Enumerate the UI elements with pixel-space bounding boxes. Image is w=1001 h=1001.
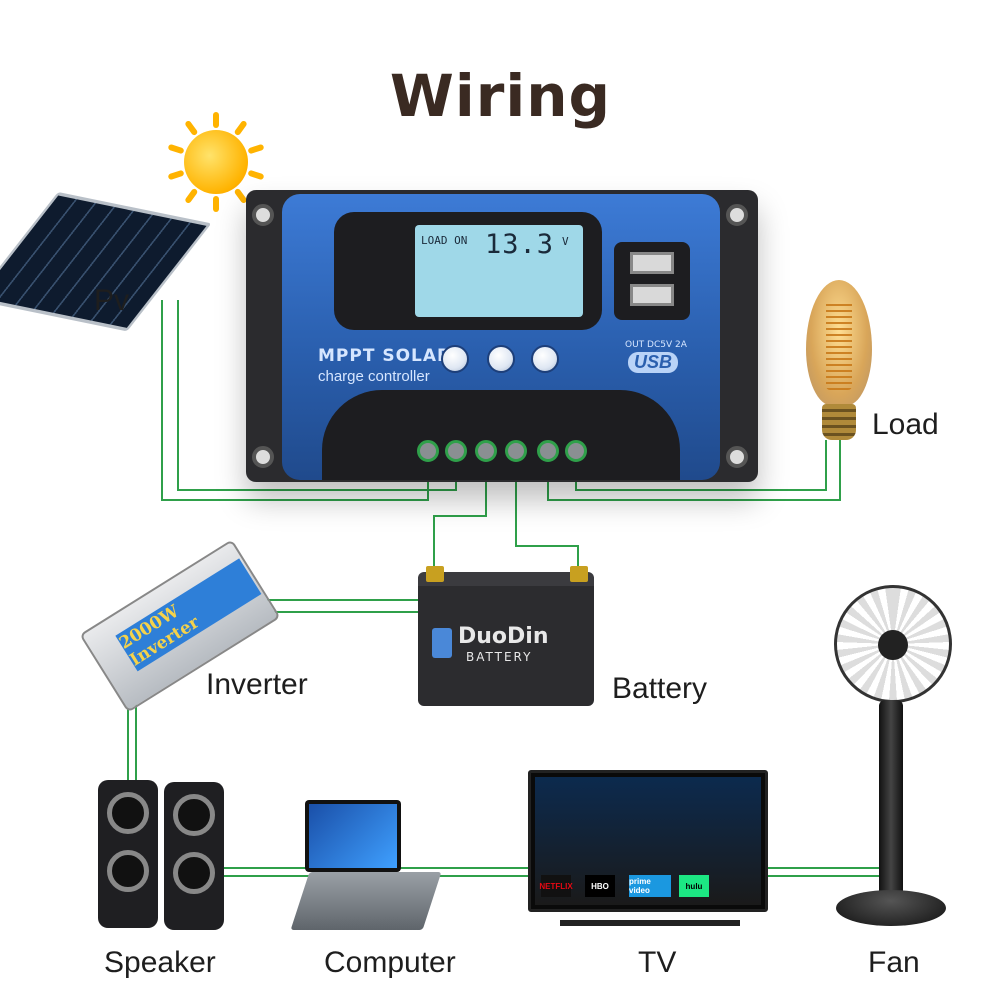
controller-brand: MPPT SOLAR	[318, 346, 452, 366]
label-pv: Pv	[94, 284, 130, 317]
battery-icon	[432, 628, 452, 658]
lcd-unit: V	[562, 235, 569, 248]
terminal-battery-negative	[505, 440, 527, 462]
terminal-load-negative	[565, 440, 587, 462]
battery-subtitle: BATTERY	[466, 650, 533, 664]
tv-app-tile: prime video	[629, 875, 671, 897]
controller-subtitle: charge controller	[318, 368, 430, 385]
fan-base	[836, 890, 946, 926]
tv-app-tile: hulu	[679, 875, 709, 897]
menu-button[interactable]	[441, 345, 469, 373]
battery-terminal-positive	[426, 566, 444, 582]
lcd-display: LOAD ON 13.3 V	[415, 225, 583, 317]
sun-icon	[167, 112, 265, 212]
label-battery: Battery	[612, 672, 708, 705]
label-fan: Fan	[868, 946, 920, 979]
sun-ray	[213, 112, 219, 128]
usb-port	[630, 284, 674, 306]
usb-output-rating: OUT DC5V 2A	[625, 340, 687, 350]
terminal-block	[322, 390, 680, 480]
woofer	[173, 852, 215, 894]
up-button[interactable]	[487, 345, 515, 373]
mount-hole	[726, 204, 748, 226]
mount-hole	[252, 446, 274, 468]
battery-terminal-negative	[570, 566, 588, 582]
lcd-status: LOAD ON	[421, 234, 468, 247]
fan-hub	[878, 630, 908, 660]
battery-device: DuoDin BATTERY	[418, 572, 594, 706]
woofer	[107, 792, 149, 834]
battery-brand: DuoDin	[458, 624, 549, 649]
terminal-load-positive	[537, 440, 559, 462]
speaker-left	[98, 780, 158, 928]
terminal-pv-negative	[445, 440, 467, 462]
laptop-icon	[305, 800, 401, 872]
usb-logo: USB	[628, 352, 679, 373]
mount-hole	[726, 446, 748, 468]
tv-screen: NETFLIX HBO prime video hulu	[535, 777, 761, 905]
terminal-battery-positive	[475, 440, 497, 462]
speaker-right	[164, 782, 224, 930]
laptop-keyboard	[290, 872, 442, 930]
bulb-filament	[826, 300, 852, 390]
tv-app-tile: NETFLIX	[539, 875, 573, 897]
label-computer: Computer	[324, 946, 456, 979]
terminal-pv-positive	[417, 440, 439, 462]
diagram-title: Wiring	[389, 62, 612, 130]
usb-ports	[614, 242, 690, 320]
tv-icon: NETFLIX HBO prime video hulu	[528, 770, 768, 912]
label-tv: TV	[638, 946, 677, 979]
label-inverter: Inverter	[206, 668, 308, 701]
tv-stand	[560, 912, 740, 926]
woofer	[107, 850, 149, 892]
mount-hole	[252, 204, 274, 226]
sun-ray	[213, 196, 219, 212]
down-button[interactable]	[531, 345, 559, 373]
wire-battery-negative	[515, 452, 579, 572]
tv-app-tile: HBO	[585, 875, 615, 897]
woofer	[173, 794, 215, 836]
label-load: Load	[872, 408, 939, 441]
wire-battery-positive	[433, 452, 487, 572]
fan-pole	[879, 700, 903, 900]
label-speaker: Speaker	[104, 946, 216, 979]
laptop-screen	[309, 804, 397, 868]
lcd-value: 13.3	[485, 229, 555, 260]
bulb-base	[822, 404, 856, 440]
usb-port	[630, 252, 674, 274]
